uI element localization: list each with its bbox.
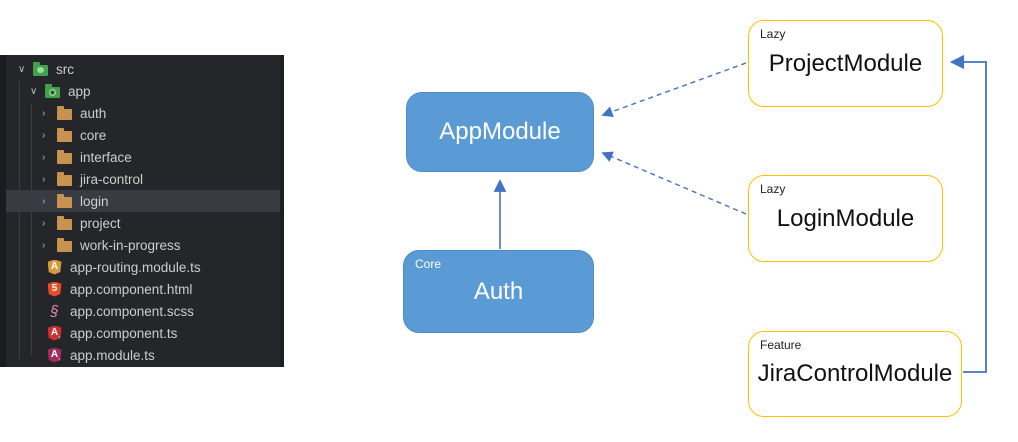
tree-item-jira-control[interactable]: › jira-control — [6, 168, 284, 190]
tree-item-auth[interactable]: › auth — [6, 102, 284, 124]
node-project-module: Lazy ProjectModule — [748, 20, 943, 107]
chevron-down-icon[interactable]: ∨ — [30, 85, 38, 97]
file-explorer: ∨ src ∨ app › auth › core › interface › … — [6, 55, 284, 367]
node-jira-control-module: Feature JiraControlModule — [748, 331, 962, 417]
sass-icon: § — [50, 302, 59, 320]
folder-icon — [56, 127, 73, 143]
tree-item-label: app.component.scss — [70, 303, 194, 319]
tree-item-login[interactable]: › login — [6, 190, 284, 212]
edge-jiracontrolmodule-to-projectmodule — [949, 54, 987, 373]
html5-icon: 5 — [46, 281, 63, 297]
tree-item-label: login — [80, 193, 109, 209]
node-tag: Core — [415, 257, 442, 271]
edge-projectmodule-to-appmodule — [601, 62, 747, 118]
tree-item-src[interactable]: ∨ src — [6, 58, 284, 80]
tree-item-label: core — [80, 127, 107, 143]
indent-guide — [31, 103, 32, 355]
tree-item-label: app — [68, 83, 91, 99]
node-app-module: AppModule — [406, 92, 594, 172]
node-tag: Lazy — [760, 27, 786, 41]
chevron-right-icon[interactable]: › — [42, 151, 46, 163]
folder-icon — [56, 149, 73, 165]
node-tag: Feature — [760, 338, 802, 352]
chevron-right-icon[interactable]: › — [42, 195, 46, 207]
node-login-module: Lazy LoginModule — [748, 175, 943, 262]
node-label: AppModule — [439, 118, 561, 145]
tree-item-label: auth — [80, 105, 107, 121]
indent-guide — [19, 81, 20, 359]
tree-item-label: interface — [80, 149, 132, 165]
node-label: Auth — [473, 277, 524, 305]
tree-item-app[interactable]: ∨ app — [6, 80, 284, 102]
tree-item-core[interactable]: › core — [6, 124, 284, 146]
chevron-right-icon[interactable]: › — [42, 107, 46, 119]
tree-item-work-in-progress[interactable]: › work-in-progress — [6, 234, 284, 256]
node-label: JiraControlModule — [757, 360, 953, 387]
node-label: ProjectModule — [768, 49, 923, 77]
tree-item-label: app.component.html — [70, 281, 193, 297]
node-tag: Lazy — [760, 182, 786, 196]
folder-icon — [56, 193, 73, 209]
chevron-right-icon[interactable]: › — [42, 173, 46, 185]
folder-icon — [56, 105, 73, 121]
tree-item-label: src — [56, 61, 74, 77]
tree-item-label: app.component.ts — [70, 325, 178, 341]
tree-item-label: project — [80, 215, 121, 231]
folder-app-icon — [44, 83, 61, 99]
tree-item-interface[interactable]: › interface — [6, 146, 284, 168]
tree-item-label: work-in-progress — [80, 237, 181, 253]
node-auth: Core Auth — [403, 250, 594, 333]
tree-item-app-component-html[interactable]: 5 app.component.html — [6, 278, 284, 300]
folder-src-icon — [32, 61, 49, 77]
tree-item-app-component-scss[interactable]: § app.component.scss — [6, 300, 284, 322]
tree-item-label: app-routing.module.ts — [70, 259, 201, 275]
folder-icon — [56, 237, 73, 253]
folder-icon — [56, 215, 73, 231]
tree-item-label: jira-control — [80, 171, 144, 187]
node-label: LoginModule — [776, 204, 915, 232]
chevron-right-icon[interactable]: › — [42, 129, 46, 141]
panel-left-edge — [0, 55, 6, 367]
folder-icon — [56, 171, 73, 187]
chevron-down-icon[interactable]: ∨ — [18, 63, 26, 75]
tree-item-label: app.module.ts — [70, 347, 155, 363]
edge-loginmodule-to-appmodule — [601, 151, 747, 215]
tree-item-project[interactable]: › project — [6, 212, 284, 234]
chevron-right-icon[interactable]: › — [42, 239, 46, 251]
chevron-right-icon[interactable]: › — [42, 217, 46, 229]
